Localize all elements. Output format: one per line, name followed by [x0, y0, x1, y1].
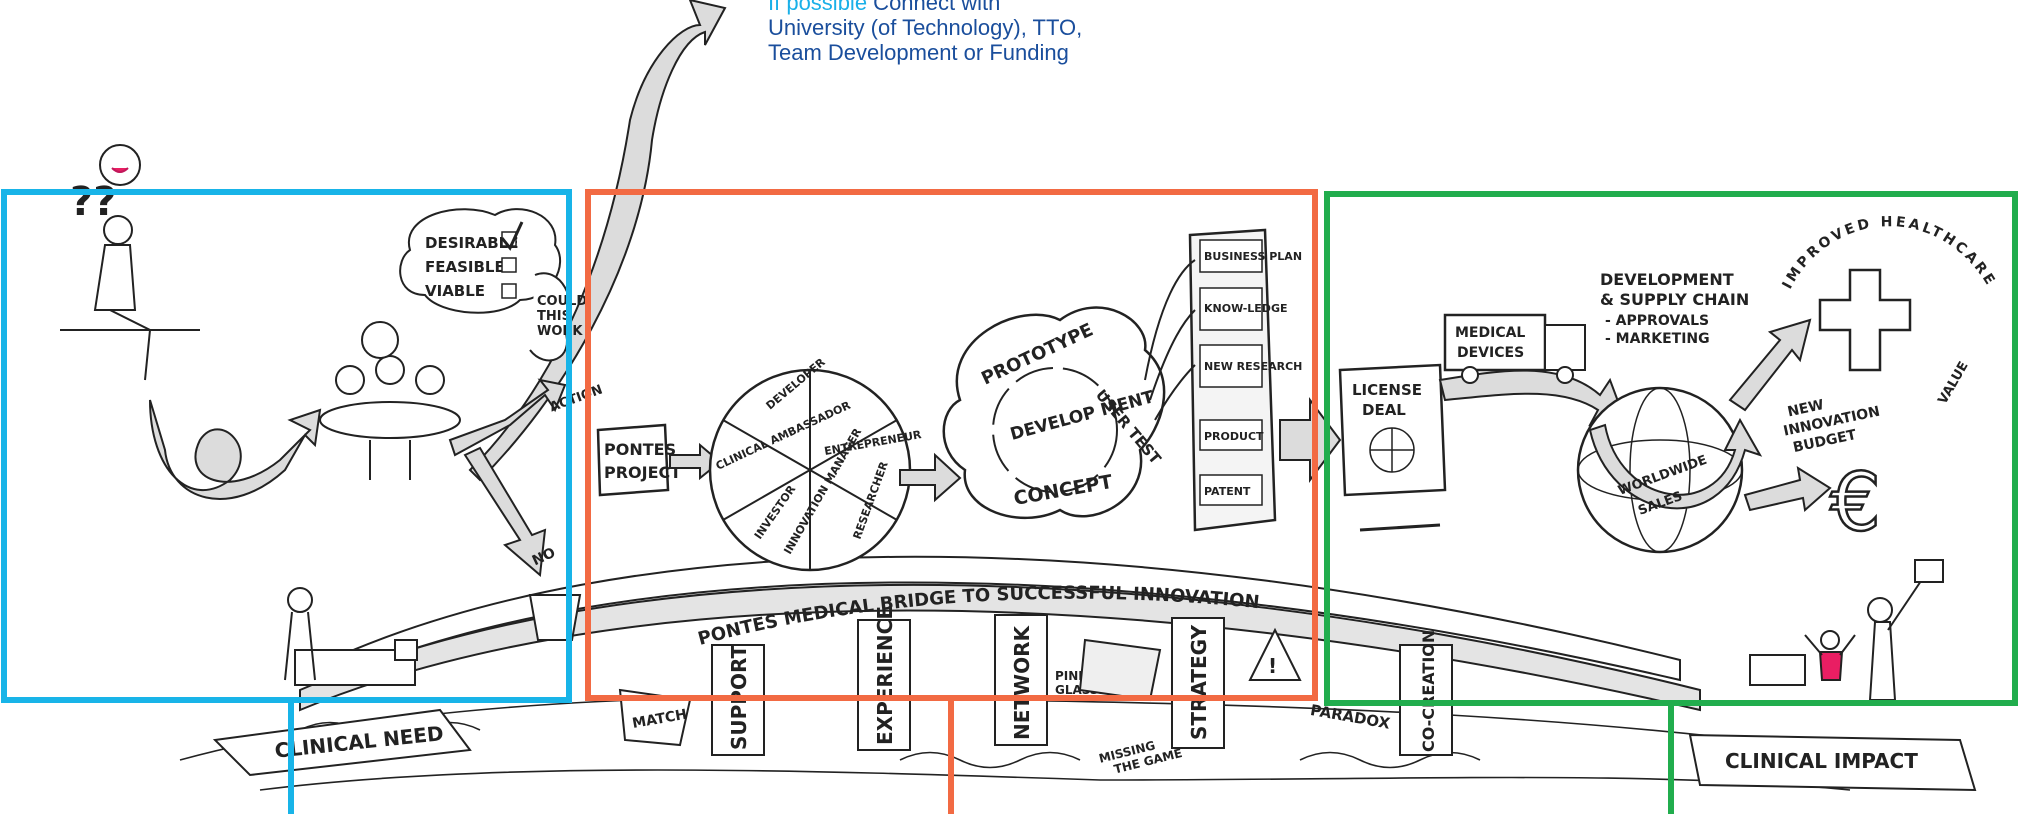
- pillar-network: NETWORK: [1010, 624, 1034, 740]
- svg-text:DEAL: DEAL: [1362, 401, 1406, 419]
- pillar-strategy: STRATEGY: [1187, 624, 1211, 740]
- callout-lead: If possible: [768, 0, 867, 15]
- output-product: PRODUCT: [1204, 430, 1264, 443]
- output-new-research: NEW RESEARCH: [1204, 360, 1302, 373]
- development-cycle: PROTOTYPE USER TEST DEVELOP MENT CONCEPT: [944, 308, 1165, 518]
- svg-text:LICENSE: LICENSE: [1352, 381, 1422, 399]
- clinical-impact-label: CLINICAL IMPACT: [1725, 749, 1918, 773]
- team-table: [320, 322, 460, 480]
- celebrating-family: [1750, 560, 1943, 700]
- trash-bin: [530, 595, 580, 640]
- clinical-need-bank: CLINICAL NEED: [215, 710, 470, 775]
- svg-text:??: ??: [70, 179, 116, 225]
- output-business-plan: BUSINESS PLAN: [1204, 250, 1302, 263]
- pillar-co-creation: CO-CREATION: [1419, 630, 1438, 752]
- output-knowledge: KNOW-LEDGE: [1204, 302, 1287, 315]
- callout-line2: University (of Technology), TTO,: [768, 15, 1082, 40]
- missing-game-label: MISSING THE GAME: [1097, 732, 1183, 779]
- value-label: VALUE: [1935, 359, 1971, 407]
- svg-text:- APPROVALS: - APPROVALS: [1605, 313, 1709, 329]
- license-deal: LICENSE DEAL: [1340, 365, 1445, 530]
- svg-text:& SUPPLY CHAIN: & SUPPLY CHAIN: [1600, 290, 1749, 309]
- pillar-experience: EXPERIENCE: [873, 606, 897, 745]
- thought-work: WORK: [537, 324, 583, 339]
- supply-chain-text: DEVELOPMENT & SUPPLY CHAIN - APPROVALS -…: [1600, 270, 1749, 347]
- warning-sign: !: [1268, 654, 1277, 678]
- output-patent: PATENT: [1204, 485, 1251, 498]
- svg-text:- MARKETING: - MARKETING: [1605, 331, 1710, 347]
- svg-text:DEVICES: DEVICES: [1457, 345, 1524, 361]
- clinical-impact-bank: CLINICAL IMPACT: [1690, 735, 1975, 790]
- svg-text:DEVELOPMENT: DEVELOPMENT: [1600, 270, 1734, 289]
- idea-person: ??: [60, 145, 200, 380]
- euro-icon: €: [1830, 456, 1881, 549]
- pontes-project-sign: PONTES PROJECT: [598, 425, 720, 495]
- criterion-feasible: FEASIBLE: [425, 258, 505, 276]
- medical-devices-truck: MEDICAL DEVICES: [1440, 315, 1625, 425]
- outputs-stack: BUSINESS PLAN KNOW-LEDGE NEW RESEARCH PR…: [1145, 230, 1340, 530]
- callout-line3: Team Development or Funding: [768, 40, 1069, 65]
- improved-healthcare-label: IMPROVED HEALTHCARE: [1779, 214, 1999, 292]
- roles-wheel: DEVELOPER CLINICAL AMBASSADOR ENTREPRENE…: [710, 355, 960, 570]
- svg-text:MEDICAL: MEDICAL: [1455, 325, 1525, 341]
- svg-text:PONTES: PONTES: [604, 440, 676, 459]
- thought-this: THIS: [537, 309, 571, 324]
- criterion-viable: VIABLE: [425, 282, 485, 300]
- criteria-cloud: DESIRABLE FEASIBLE VIABLE COULD THIS WOR…: [400, 209, 587, 360]
- connect-callout: If possible Connect with University (of …: [768, 0, 1208, 65]
- e-arrow: [150, 400, 320, 499]
- thought-could: COULD: [537, 294, 587, 309]
- callout-line1: Connect with: [867, 0, 1000, 15]
